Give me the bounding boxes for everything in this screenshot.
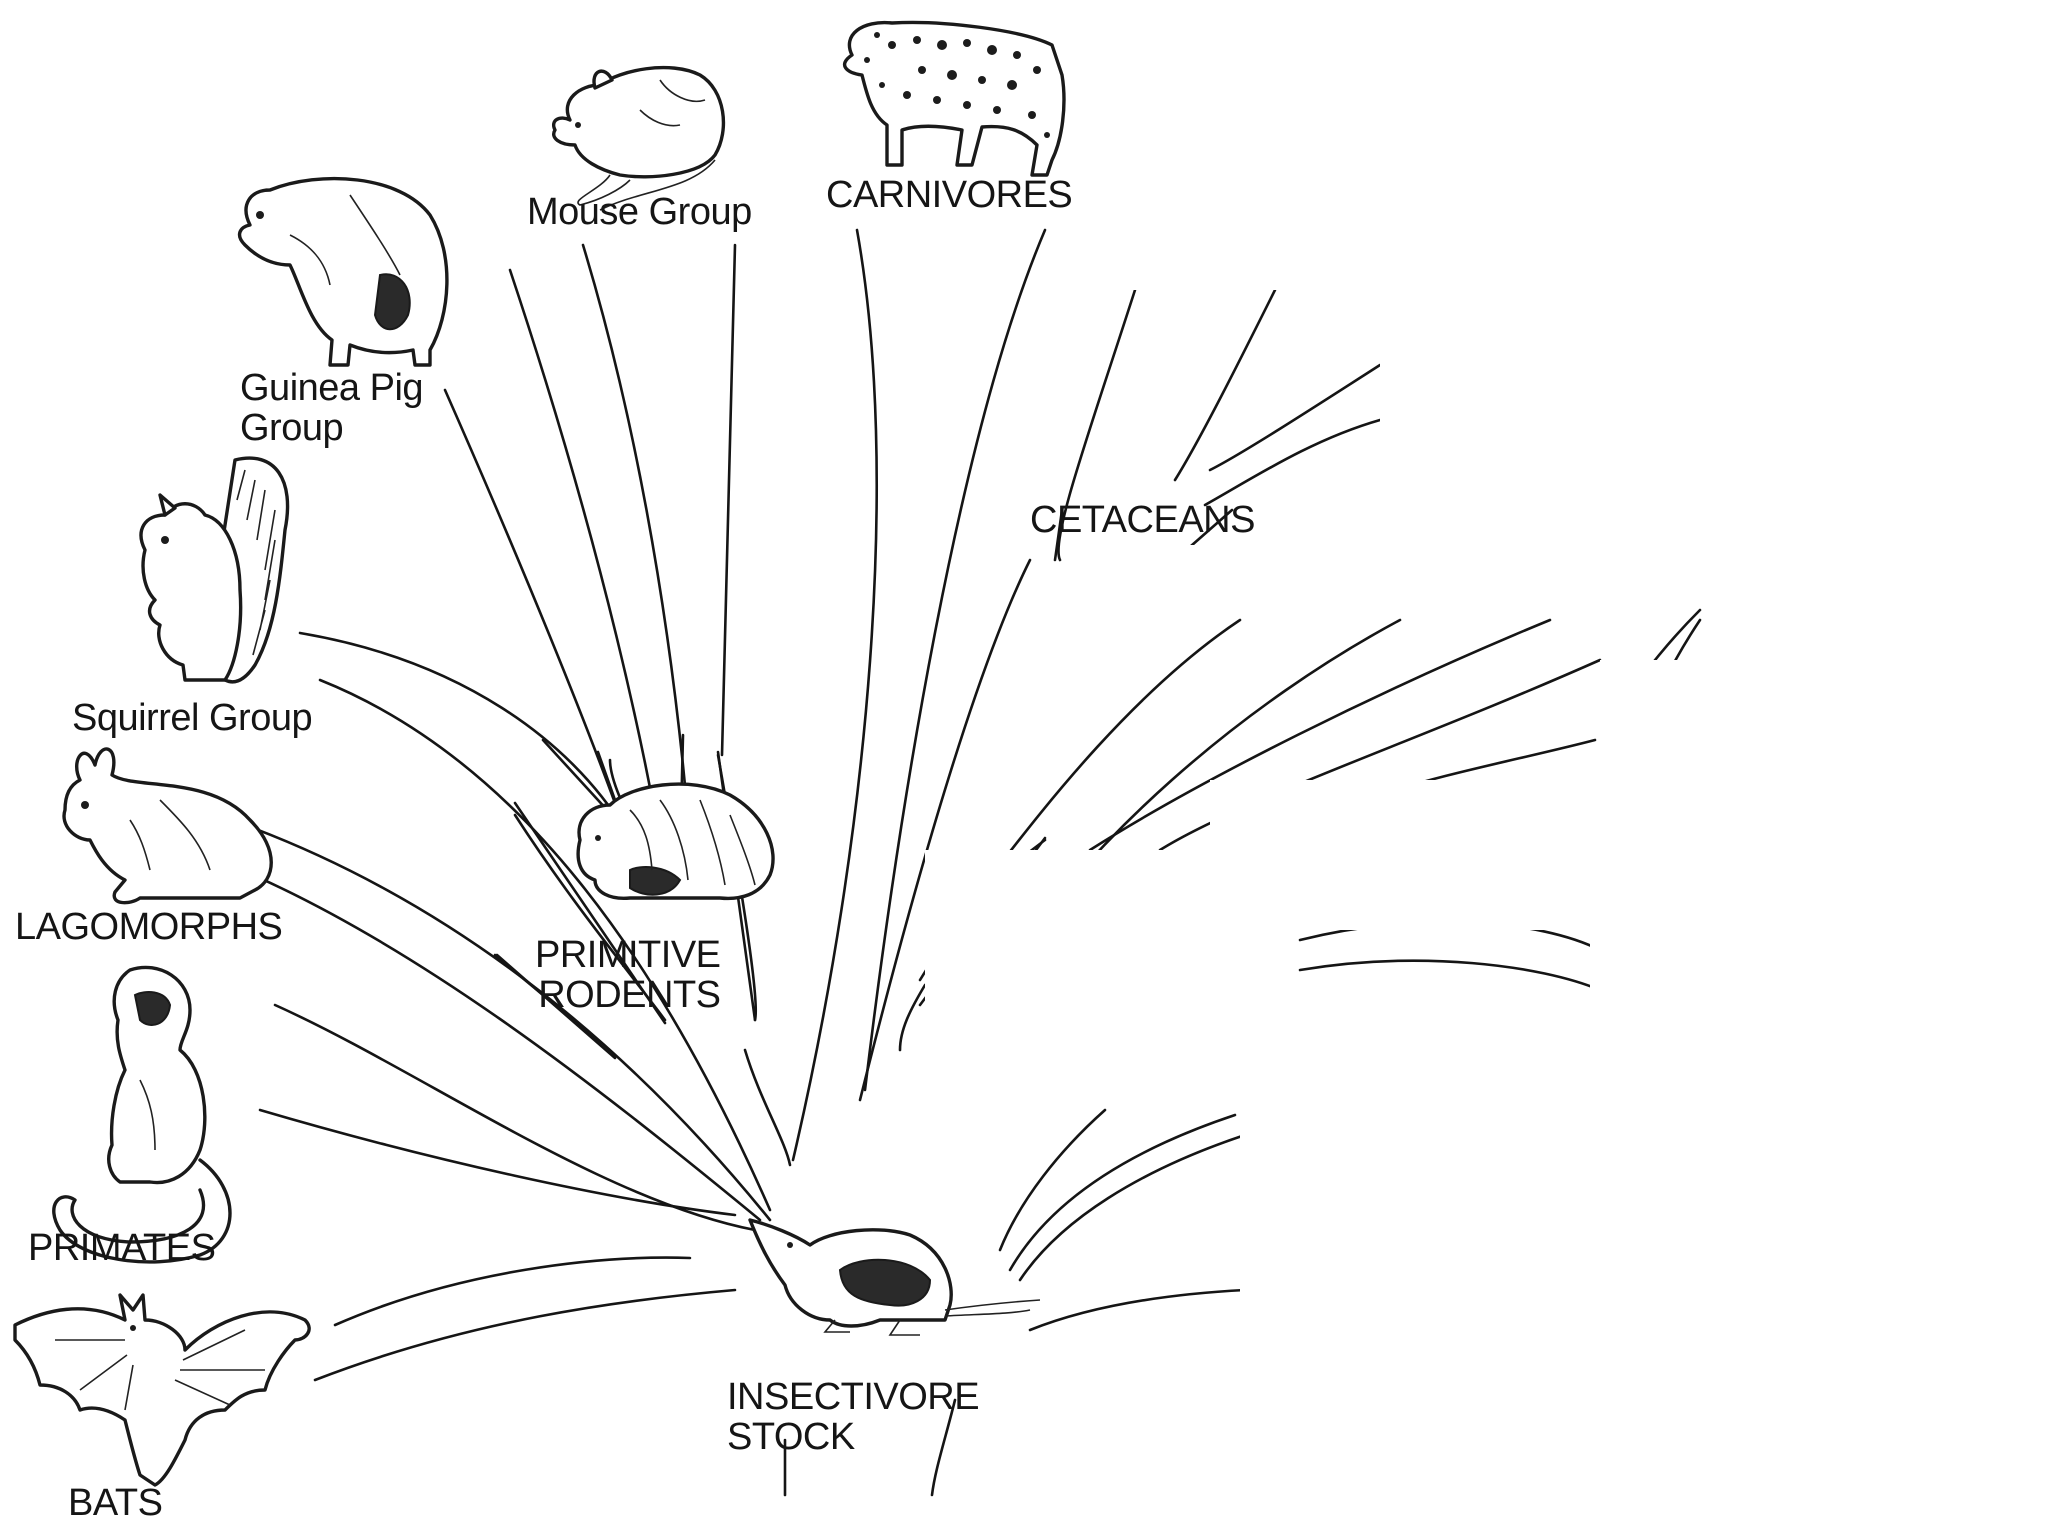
tick-primitive-4 — [596, 750, 617, 802]
branch-lower-right-2 — [1298, 959, 1602, 992]
label-lagomorphs: LAGOMORPHS — [15, 906, 283, 948]
branch-insectivore-right-4 — [1028, 1288, 1247, 1332]
label-guinea-pig-group: Guinea Pig Group — [240, 367, 424, 449]
branch-rodent-stem-2 — [743, 1048, 792, 1167]
label-squirrel-group: Squirrel Group — [72, 697, 313, 739]
branch-cetacean-4 — [1203, 418, 1382, 507]
branch-carnivores-2 — [863, 228, 1047, 1092]
branch-right-1 — [858, 558, 1032, 1102]
branch-cetacean-3 — [1208, 363, 1382, 472]
branch-lagomorphs-2 — [228, 863, 762, 1222]
branch-mouse-3 — [720, 243, 737, 757]
leopard-icon — [842, 20, 1066, 177]
branch-insectivore-right-2 — [1008, 1113, 1237, 1272]
monkey-icon — [52, 965, 232, 1264]
squirrel-icon — [139, 456, 290, 684]
label-primates: PRIMATES — [28, 1227, 216, 1269]
branch-primates-upper — [273, 1003, 757, 1232]
shrew-icon — [748, 1218, 1041, 1336]
tick-primitive-1 — [495, 953, 617, 1060]
branch-carnivores-1 — [791, 228, 878, 1162]
branch-primates-lower — [258, 1108, 737, 1217]
branch-guinea-1 — [443, 388, 632, 847]
branch-cetacean-1 — [1057, 288, 1137, 562]
label-cetaceans: CETACEANS — [1030, 499, 1255, 541]
branch-lines — [228, 228, 1702, 1497]
branch-bats-lower — [313, 1288, 737, 1382]
branch-cetacean-2 — [1173, 288, 1277, 482]
branch-squirrel-1 — [298, 631, 627, 832]
branch-mid-2 — [898, 983, 927, 1052]
label-bats: BATS — [68, 1482, 163, 1524]
label-primitive-rodents: PRIMITIVE RODENTS — [535, 934, 721, 1016]
blank-areas — [925, 40, 2048, 1536]
branch-squirrel-2 — [318, 678, 772, 1212]
guinea-pig-icon — [237, 176, 449, 367]
tick-primitive-2 — [513, 801, 667, 1025]
branch-bats-upper — [333, 1256, 692, 1327]
mouse-icon — [552, 65, 726, 211]
rabbit-icon — [62, 747, 273, 905]
branch-right-5 — [1158, 658, 1602, 852]
label-insectivore-stock: INSECTIVORE STOCK — [727, 1376, 980, 1458]
branch-mouse-1 — [508, 268, 662, 842]
branch-right-4 — [1088, 618, 1552, 852]
branch-insectivore-right-3 — [1018, 1133, 1247, 1282]
primitive-rodent-icon — [576, 782, 775, 901]
label-carnivores: CARNIVORES — [826, 174, 1073, 216]
label-mouse-group: Mouse Group — [527, 191, 752, 233]
branch-lower-right — [930, 1398, 957, 1497]
tick-cetacean-1 — [1053, 508, 1064, 562]
branch-mouse-2 — [581, 243, 692, 842]
branch-insectivore-right-1 — [998, 1108, 1107, 1252]
bat-icon — [13, 1293, 311, 1487]
